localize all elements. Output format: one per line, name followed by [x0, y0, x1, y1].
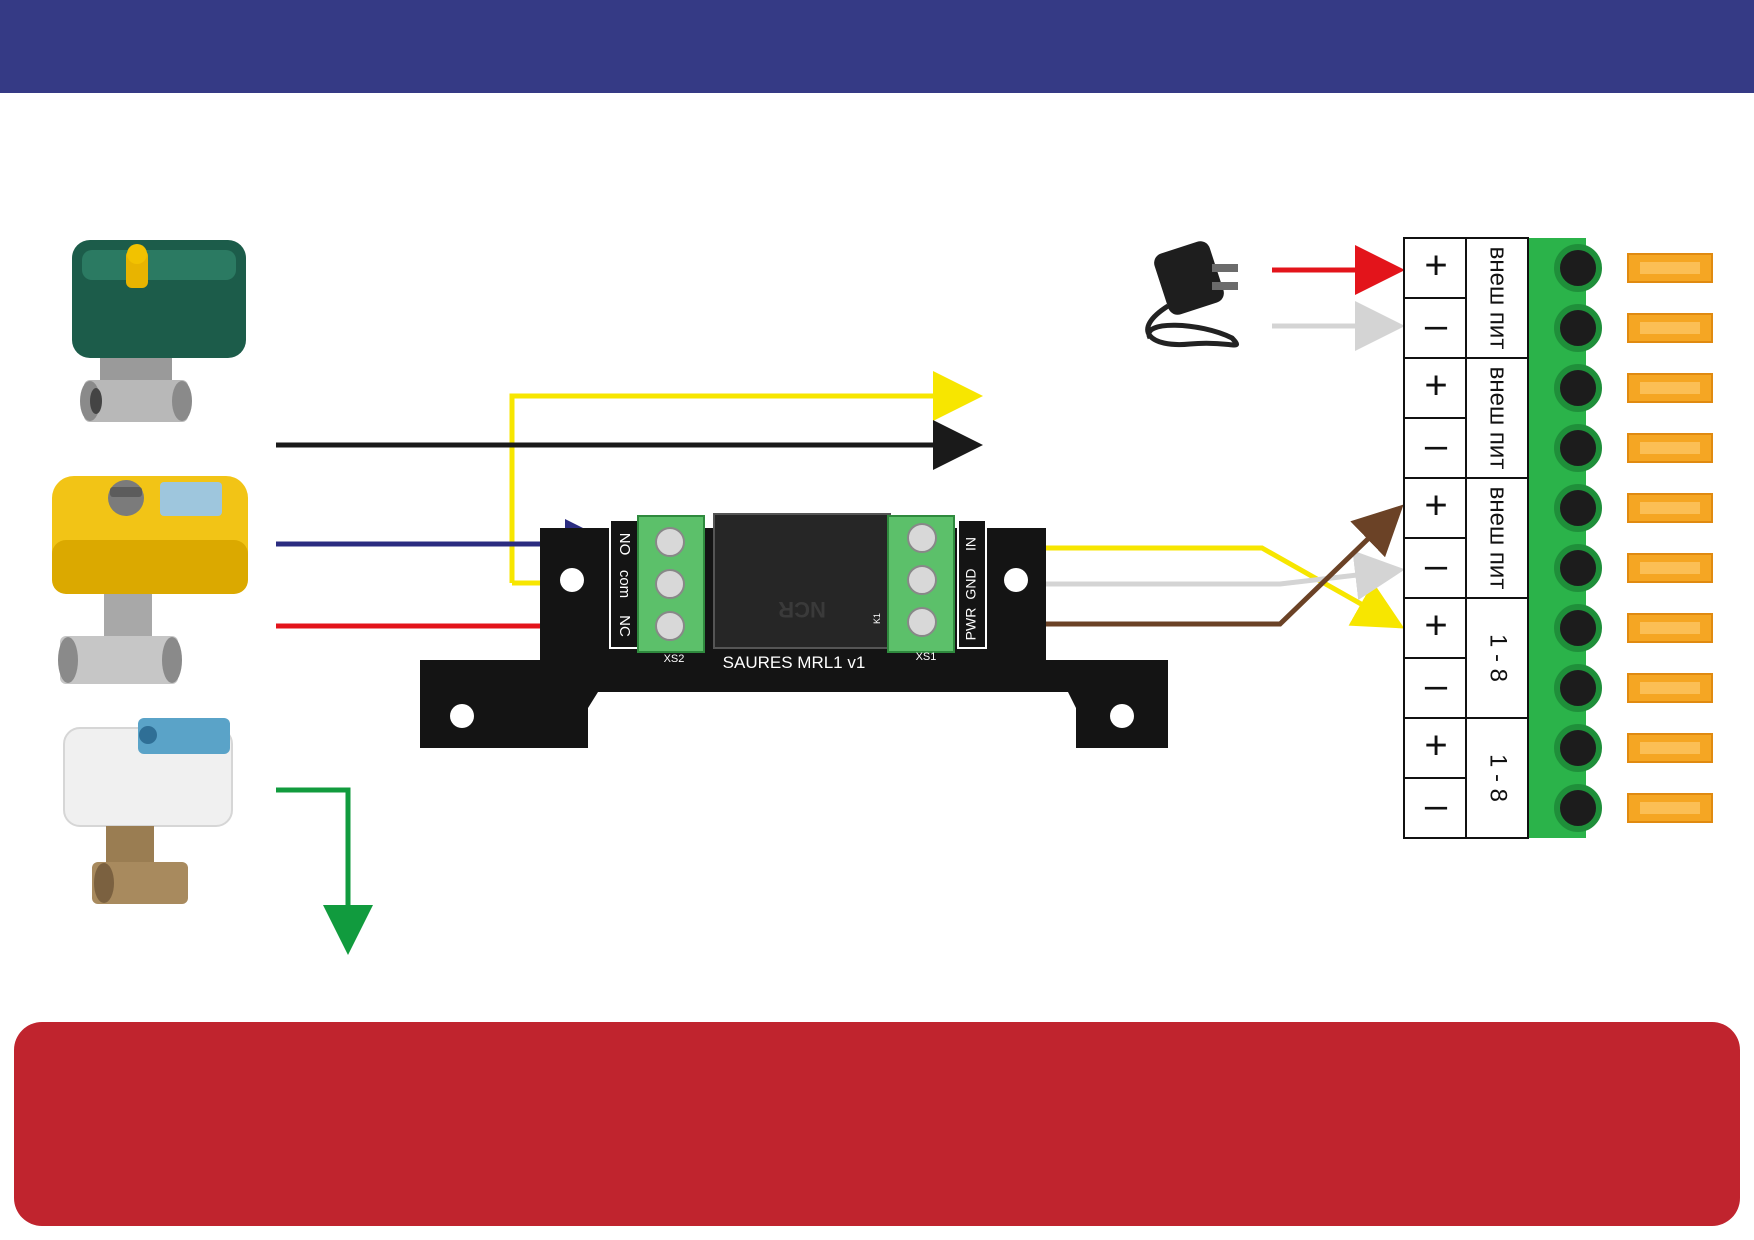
lever-tab-highlight [1640, 682, 1700, 694]
ball-valve-white-icon [63, 718, 233, 904]
terminal-sign-label: + [1424, 724, 1447, 768]
terminal-sign-label: + [1424, 484, 1447, 528]
lever-tab-highlight [1640, 742, 1700, 754]
screw-terminal [1554, 544, 1602, 592]
screw-terminal [1554, 424, 1602, 472]
power-adapter-icon [1145, 241, 1240, 348]
board-label: SAURES MRL1 v1 [723, 653, 866, 672]
screw-terminal [1554, 304, 1602, 352]
footer-panel [14, 1022, 1740, 1226]
terminal-sign-label: – [1425, 664, 1448, 708]
terminal-in-label: IN [963, 537, 979, 551]
lever-tab-highlight [1640, 382, 1700, 394]
terminal-sign-label: – [1425, 544, 1448, 588]
terminal-sign-label: + [1424, 604, 1447, 648]
terminal-sign-label: – [1425, 784, 1448, 828]
terminal-sign-label: + [1424, 244, 1447, 288]
lever-tab-highlight [1640, 562, 1700, 574]
terminal-com-label: com [616, 570, 633, 598]
xs2-label: XS2 [664, 653, 685, 665]
lever-tab-highlight [1640, 262, 1700, 274]
wires [276, 245, 1405, 955]
screw-terminal [1554, 484, 1602, 532]
screw-terminal [1554, 724, 1602, 772]
lever-tab-highlight [1640, 802, 1700, 814]
ball-valve-green-icon [72, 240, 246, 422]
terminal-pwr-label: PWR [963, 608, 979, 641]
terminal-nc-label: NC [616, 615, 633, 637]
terminal-gnd-label: GND [963, 568, 979, 599]
terminal-block: + – + – + – + – + – внеш пит внеш пит внеш пит 1 - 8 1… [1403, 237, 1713, 839]
lever-tab-highlight [1640, 322, 1700, 334]
terminal-sign-label: – [1425, 424, 1448, 468]
lever-tab-highlight [1640, 502, 1700, 514]
terminal-group-label: внеш пит [1485, 487, 1512, 590]
screw-terminal [1554, 604, 1602, 652]
relay-id-label: K1 [872, 613, 882, 624]
screw-terminal [1554, 664, 1602, 712]
ball-valve-yellow-icon [52, 476, 248, 684]
lever-tab-highlight [1640, 442, 1700, 454]
terminal-group-label: 1 - 8 [1485, 634, 1512, 682]
terminal-sign-label: + [1424, 364, 1447, 408]
screw-terminal [1554, 364, 1602, 412]
header-bar [0, 0, 1754, 93]
terminal-sign-label: – [1425, 304, 1448, 348]
lever-tab-highlight [1640, 622, 1700, 634]
screw-terminal [1554, 784, 1602, 832]
relay-board: NO com NC XS2 NCR K1 XS1 IN GND PWR SAUR… [420, 513, 1168, 748]
terminal-group-label: внеш пит [1485, 247, 1512, 350]
screw-terminal [1554, 244, 1602, 292]
terminal-group-label: 1 - 8 [1485, 754, 1512, 802]
xs1-label: XS1 [916, 651, 937, 663]
relay-brand-label: NCR [778, 597, 826, 622]
terminal-group-label: внеш пит [1485, 367, 1512, 470]
terminal-no-label: NO [616, 533, 633, 556]
